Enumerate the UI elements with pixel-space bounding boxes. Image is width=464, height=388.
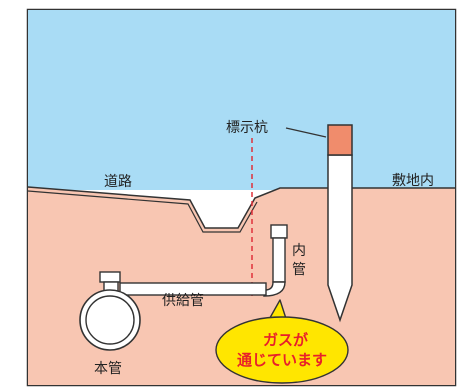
- marker-post-pointer: [285, 127, 327, 138]
- inner-pipe-cap: [270, 224, 288, 239]
- road-surface-inner: [27, 190, 258, 233]
- supply-pipe: [119, 282, 267, 296]
- main-pipe-label: 本管: [94, 361, 122, 377]
- main-pipe-inner: [85, 295, 135, 345]
- marker-post: [327, 124, 353, 323]
- main-pipe-tap-top: [99, 271, 121, 283]
- inner-pipe-elbow: [263, 281, 286, 297]
- supply-pipe-label: 供給管: [162, 293, 204, 309]
- callout-tail-cover: [264, 320, 288, 334]
- inner-pipe-label-2: 管: [292, 262, 306, 278]
- marker-post-label: 標示杭: [226, 120, 268, 136]
- inner-pipe-riser: [272, 237, 286, 283]
- inner-pipe: [263, 224, 288, 297]
- main-pipe: [79, 271, 141, 351]
- marker-post-top: [327, 124, 353, 156]
- gas-callout: [215, 299, 349, 384]
- premises-label: 敷地内: [392, 173, 434, 189]
- callout-bubble: [215, 316, 349, 384]
- marker-post-body: [327, 154, 353, 323]
- road-label: 道路: [104, 174, 132, 190]
- callout-text-line2: 通じています: [237, 351, 327, 369]
- sky-area: [28, 10, 455, 190]
- inner-pipe-label-1: 内: [292, 243, 306, 259]
- callout-text-line1: ガスが: [263, 331, 309, 349]
- road-surface: [27, 186, 455, 229]
